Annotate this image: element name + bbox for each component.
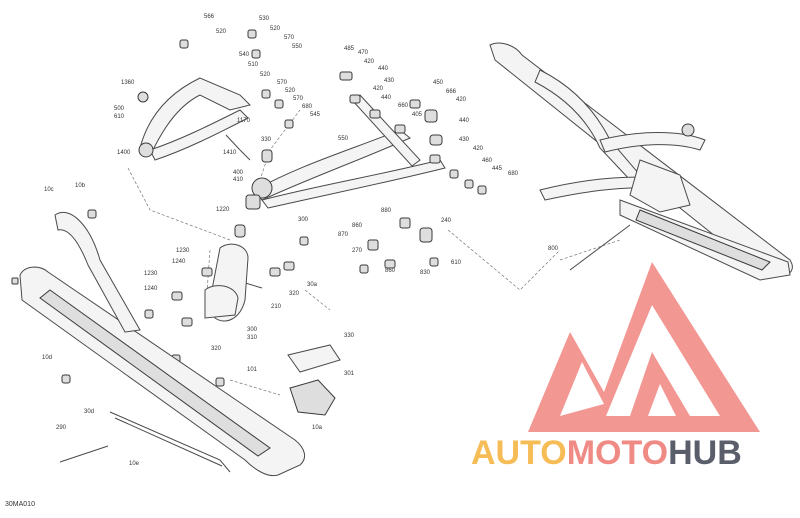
callout-label: 301	[344, 371, 355, 377]
callout-label: 510	[248, 62, 259, 68]
lower-a-arm	[251, 94, 446, 209]
callout-label: 270	[352, 248, 363, 254]
callout-label: 800	[548, 246, 559, 252]
callout-label: 330	[344, 333, 355, 339]
callout-label: 420	[473, 146, 484, 152]
callout-label: 830	[420, 270, 431, 276]
callout-label: 300	[298, 217, 309, 223]
callout-label: 440	[459, 118, 470, 124]
callout-label: 290	[56, 425, 67, 431]
callout-label: 400	[233, 170, 244, 176]
callout-label: 545	[310, 112, 321, 118]
callout-label: 520	[270, 26, 281, 32]
callout-label: 420	[373, 86, 384, 92]
callout-label: 1240	[172, 259, 186, 265]
callout-label: 530	[259, 16, 270, 22]
callout-label: 680	[508, 171, 519, 177]
callout-label: 1360	[121, 80, 135, 86]
callout-label: 470	[358, 50, 369, 56]
callout-label: 520	[216, 29, 227, 35]
upper-a-arm	[137, 77, 251, 161]
callout-label: 430	[384, 78, 395, 84]
diagram-id: 30MA010	[5, 501, 35, 508]
callout-label: 405	[412, 112, 423, 118]
callout-label: 330	[261, 137, 272, 143]
callout-label: 460	[482, 158, 493, 164]
callout-label: 320	[289, 291, 300, 297]
callout-label: 450	[433, 80, 444, 86]
callout-label: 300	[247, 327, 258, 333]
callout-label: 101	[247, 367, 258, 373]
logo-mark	[528, 262, 760, 432]
callout-label: 420	[364, 59, 375, 65]
callout-label: 550	[338, 136, 349, 142]
callout-label: 860	[385, 268, 396, 274]
callout-label: 666	[446, 89, 457, 95]
callout-label: 570	[293, 96, 304, 102]
callout-label: 30d	[84, 409, 95, 415]
brand-part-1: AUTO	[471, 434, 567, 472]
callout-label: 440	[378, 66, 389, 72]
callout-label: 1230	[176, 248, 190, 254]
callout-label: 880	[381, 208, 392, 214]
callout-label: 860	[352, 223, 363, 229]
callout-label: 210	[271, 304, 282, 310]
callout-label: 410	[233, 177, 244, 183]
callout-label: 520	[285, 88, 296, 94]
callout-label: 445	[492, 166, 503, 172]
callout-label: 500	[114, 106, 125, 112]
spindle	[204, 243, 249, 322]
callout-label: 10b	[75, 183, 86, 189]
callout-label: 610	[451, 260, 462, 266]
callout-label: 310	[247, 335, 258, 341]
callout-label: 320	[211, 346, 222, 352]
callout-label: 566	[204, 14, 215, 20]
callout-label: 240	[441, 218, 452, 224]
callout-label: 870	[338, 232, 349, 238]
callout-label: 1240	[144, 286, 158, 292]
callout-label: 420	[456, 97, 467, 103]
callout-label: 1400	[117, 150, 131, 156]
callout-label: 570	[277, 80, 288, 86]
callout-label: 570	[284, 35, 295, 41]
callout-label: 10e	[129, 461, 140, 467]
callout-label: 30a	[307, 282, 318, 288]
shock-guards	[287, 344, 341, 416]
callout-label: 1410	[223, 150, 237, 156]
callout-label: 1230	[144, 271, 158, 277]
brand-part-3: HUB	[668, 434, 742, 472]
callout-label: 680	[302, 104, 313, 110]
left-ski	[19, 211, 306, 477]
callout-label: 10d	[42, 355, 53, 361]
callout-label: 540	[239, 52, 250, 58]
callout-label: 550	[292, 44, 303, 50]
right-ski-assembly	[489, 42, 793, 281]
callout-label: 520	[260, 72, 271, 78]
callout-label: 430	[459, 137, 470, 143]
callout-label: 1220	[216, 207, 230, 213]
callout-label: 10c	[44, 187, 54, 193]
callout-label: 1170	[237, 118, 250, 124]
callout-label: 485	[344, 46, 355, 52]
callout-label: 10a	[312, 425, 323, 431]
callout-label: 660	[398, 103, 409, 109]
callout-label: 440	[381, 95, 392, 101]
callout-label: 610	[114, 114, 125, 120]
brand-wordmark: AUTOMOTOHUB	[471, 436, 742, 470]
brand-part-2: MOTO	[566, 434, 669, 472]
